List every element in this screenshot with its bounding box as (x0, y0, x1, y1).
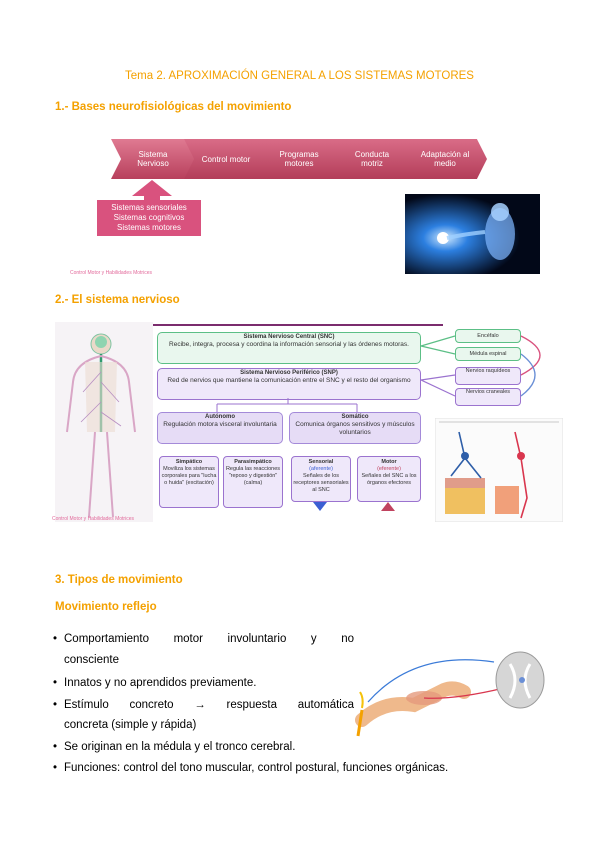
caption-1: Control Motor y Habilidades Motrices (70, 270, 152, 276)
afferent-arrow-icon (313, 502, 327, 511)
bullet-continuation: consciente (64, 654, 119, 666)
subheading-reflex: Movimiento reflejo (55, 601, 157, 613)
bullet-item: •Estímulo concreto → respuesta automátic… (53, 695, 354, 715)
snc-box: Sistema Nervioso Central (SNC) Recibe, i… (157, 332, 421, 364)
bullet-item: •Se originan en la médula y el tronco ce… (53, 737, 384, 757)
parasimpatico-box: Parasimpático Regula las reacciones "rep… (223, 456, 283, 508)
bullet-item: •Comportamiento motor involuntario y no (53, 629, 354, 649)
bullet-icon: • (53, 699, 58, 711)
chevron-step: Sistema Nervioso (111, 139, 195, 179)
bullet-icon: • (53, 677, 58, 689)
caption-2: Control Motor y Habilidades Motrices (52, 516, 134, 522)
medula-box: Médula espinal (455, 347, 521, 361)
sensory-motor-neuron-illustration (435, 418, 563, 522)
energy-body-illustration (405, 194, 540, 274)
section-1-heading: 1.- Bases neurofisiológicas del movimien… (55, 101, 292, 113)
somatico-box: Somático Comunica órganos sensitivos y m… (289, 412, 421, 444)
chevron-step: Programas motores (257, 139, 341, 179)
connector-arrows (420, 335, 541, 397)
bullet-icon: • (53, 762, 58, 774)
efferent-arrow-icon (381, 502, 395, 511)
divider (153, 324, 443, 326)
bullet-continuation: concreta (simple y rápida) (64, 719, 197, 731)
encefalo-box: Encéfalo (455, 329, 521, 343)
section-3-heading: 3. Tipos de movimiento (55, 574, 183, 586)
bullet-icon: • (53, 633, 58, 645)
bullet-item: •Funciones: control del tono muscular, c… (53, 758, 524, 778)
nervios-craneales-box: Nervios craneales (455, 388, 521, 406)
chevron-step: Control motor (184, 139, 268, 179)
tree-connectors (216, 398, 358, 412)
up-arrow-icon (132, 180, 172, 202)
human-nervous-system-figure (55, 322, 153, 522)
motor-box: Motor (eferente) Señales del SNC a los ó… (357, 456, 421, 502)
sensorial-box: Sensorial (aferente) Señales de los rece… (291, 456, 351, 502)
systems-box: Sistemas sensoriales Sistemas cognitivos… (97, 200, 201, 236)
snp-box: Sistema Nervioso Periférico (SNP) Red de… (157, 368, 421, 400)
reflex-arc-illustration (354, 640, 554, 740)
bullet-icon: • (53, 741, 58, 753)
autonomo-box: Autónomo Regulación motora visceral invo… (157, 412, 283, 444)
chevron-step: Conducta motriz (330, 139, 414, 179)
nervous-system-diagram: Sistema Nervioso Central (SNC) Recibe, i… (55, 322, 565, 522)
chevron-step: Adaptación al medio (403, 139, 487, 179)
bullet-item: •Innatos y no aprendidos previamente. (53, 673, 354, 693)
simpatico-box: Simpático Moviliza los sistemas corporal… (159, 456, 219, 508)
document-title: Tema 2. APROXIMACIÓN GENERAL A LOS SISTE… (125, 70, 474, 82)
nervios-raquideos-box: Nervios raquídeos (455, 367, 521, 385)
section-2-heading: 2.- El sistema nervioso (55, 294, 180, 306)
